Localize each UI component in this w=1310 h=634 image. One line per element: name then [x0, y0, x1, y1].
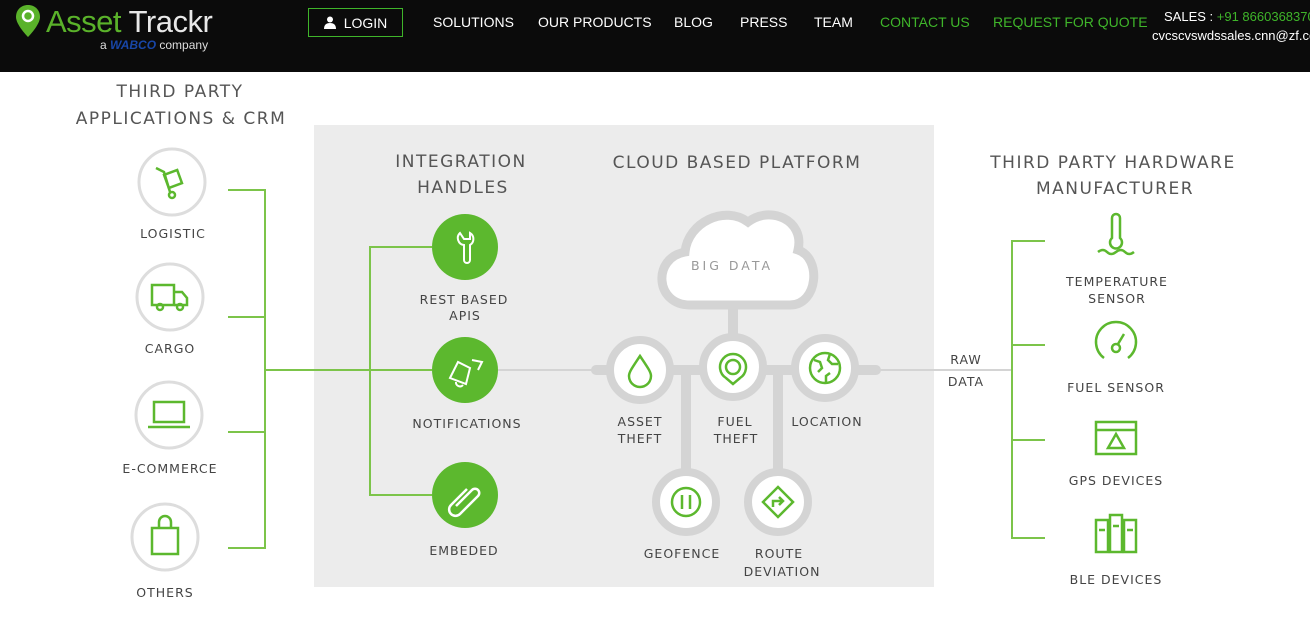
right-title-2: MANUFACTURER — [1036, 179, 1194, 199]
wrench-icon — [456, 231, 475, 264]
map-pin-icon — [16, 5, 40, 37]
sales-contact: SALES : +91 8660368370 — [1164, 9, 1310, 24]
nav-request-quote[interactable]: REQUEST FOR QUOTE — [993, 14, 1148, 30]
right-title: THIRD PARTY HARDWARE — [989, 153, 1235, 173]
route-label: ROUTE — [755, 546, 803, 561]
left-item-logistic: LOGISTIC — [137, 147, 207, 241]
fuel-theft-label-2: THEFT — [713, 431, 759, 446]
embeded-label: EMBEDED — [429, 543, 498, 558]
rest-label-2: APIS — [449, 308, 481, 323]
temperature-label: TEMPERATURE — [1065, 274, 1168, 289]
ble-device-icon — [1094, 513, 1138, 554]
nav-contact-us[interactable]: CONTACT US — [880, 14, 970, 30]
left-bracket — [228, 189, 432, 549]
bell-icon — [448, 359, 484, 388]
raw-data-label: RAW — [950, 352, 981, 367]
hand-truck-icon — [155, 166, 184, 200]
user-icon — [323, 16, 336, 29]
login-label: LOGIN — [343, 14, 388, 31]
left-item-others: OTHERS — [130, 502, 200, 600]
integration-notifications: NOTIFICATIONS — [412, 337, 521, 431]
nav-blog[interactable]: BLOG — [674, 14, 713, 30]
left-item-cargo: CARGO — [135, 262, 205, 356]
integration-title: INTEGRATION — [395, 152, 526, 172]
left-item-ecommerce: E-COMMERCE — [122, 380, 217, 476]
globe-icon — [808, 351, 842, 385]
nav-press[interactable]: PRESS — [740, 14, 788, 30]
integration-rest-apis: REST BASED APIS — [420, 214, 509, 323]
notifications-label: NOTIFICATIONS — [412, 416, 521, 431]
temperature-label-2: SENSOR — [1088, 291, 1146, 306]
cloud-item-rings — [606, 333, 859, 536]
sales-phone[interactable]: +91 8660368370 — [1216, 9, 1310, 24]
truck-icon — [150, 283, 189, 312]
fuel-theft-label: FUEL — [717, 414, 752, 429]
drop-icon — [627, 353, 653, 389]
left-title-2: APPLICATIONS & CRM — [76, 109, 287, 129]
big-data-label: BIG DATA — [691, 258, 773, 273]
fuel-sensor-label: FUEL SENSOR — [1067, 380, 1165, 395]
paperclip-icon — [447, 487, 481, 518]
geofence-alert-icon — [670, 486, 702, 518]
shopping-bag-icon — [150, 514, 180, 556]
sales-email[interactable]: cvcscvswdssales.cnn@zf.com — [1152, 28, 1310, 43]
cloud-title: CLOUD BASED PLATFORM — [613, 153, 862, 173]
integration-embeded: EMBEDED — [429, 462, 498, 558]
asset-theft-label-2: THEFT — [617, 431, 663, 446]
gps-device-icon — [1094, 420, 1138, 456]
nav-our-products[interactable]: OUR PRODUCTS — [538, 14, 652, 30]
gps-devices-label: GPS DEVICES — [1069, 473, 1163, 488]
ecommerce-label: E-COMMERCE — [122, 461, 217, 476]
route-deviation-icon — [761, 485, 795, 519]
raw-data-label-2: DATA — [948, 374, 984, 389]
cargo-label: CARGO — [145, 341, 196, 356]
logo-word-trackr: Trackr — [128, 4, 213, 39]
left-title: THIRD PARTY — [115, 82, 243, 102]
integration-title-2: HANDLES — [417, 178, 509, 198]
top-navbar: Asset Trackr a WABCO company LOGIN SOLUT… — [0, 0, 1310, 72]
logo-word-asset: Asset — [46, 4, 122, 39]
sales-label: SALES : — [1164, 9, 1214, 24]
right-bracket — [1011, 240, 1045, 539]
route-label-2: DEVIATION — [744, 564, 821, 579]
logo-sub-a: a — [100, 38, 107, 52]
laptop-icon — [148, 400, 190, 429]
geofence-label: GEOFENCE — [644, 546, 721, 561]
location-pin-icon — [718, 352, 748, 386]
fuel-gauge-icon — [1094, 320, 1138, 359]
rest-label: REST BASED — [420, 292, 509, 307]
logistic-label: LOGISTIC — [140, 226, 206, 241]
nav-solutions[interactable]: SOLUTIONS — [433, 14, 514, 30]
cloud-icon — [657, 210, 819, 310]
others-label: OTHERS — [136, 585, 193, 600]
location-label: LOCATION — [791, 414, 862, 429]
logo-sub-company: company — [159, 38, 209, 52]
asset-trackr-logo[interactable]: Asset Trackr a WABCO company — [14, 4, 213, 52]
wabco-brand: WABCO — [110, 38, 157, 52]
thermometer-icon — [1097, 212, 1135, 256]
asset-theft-label: ASSET — [618, 414, 663, 429]
ble-devices-label: BLE DEVICES — [1070, 572, 1163, 587]
login-button[interactable]: LOGIN — [308, 8, 403, 37]
nav-team[interactable]: TEAM — [814, 14, 853, 30]
